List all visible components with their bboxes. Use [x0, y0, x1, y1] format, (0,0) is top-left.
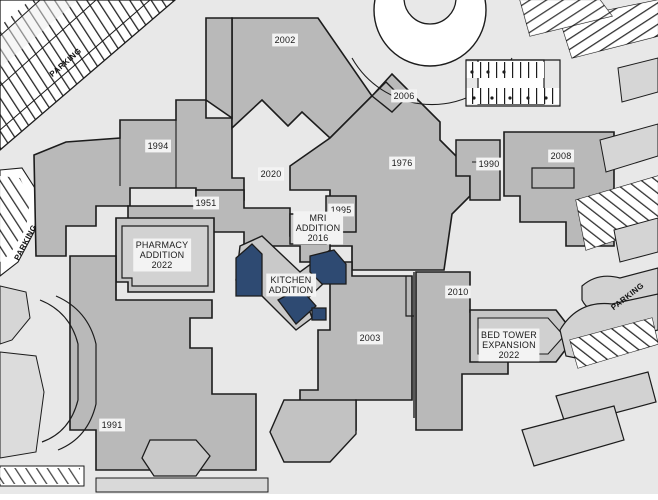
parking-strip-northeast-edge: [519, 0, 658, 59]
parking-notch-east: [613, 217, 658, 263]
bedtower-line-1: BED TOWER: [481, 330, 537, 340]
label-2020: 2020: [258, 168, 284, 180]
east-access-road: [599, 57, 658, 173]
kitchen-scope-south-tab: [311, 307, 327, 321]
buildings-south-misc: [141, 399, 357, 477]
kitchen-line-2: ADDITION: [268, 285, 314, 295]
parking-lot-northwest: [0, 0, 176, 151]
southwest-drives: [0, 295, 269, 493]
label-1951: 1951: [193, 197, 219, 209]
parking-lot-northeast: [465, 59, 561, 107]
label-1991: 1991: [99, 419, 125, 431]
kitchen-scope-west: [235, 243, 263, 297]
label-1994: 1994: [145, 140, 171, 152]
kitchen-scope-northeast: [309, 249, 347, 285]
building-1951-southwest: [69, 218, 257, 471]
parking-lot-west: [0, 167, 45, 459]
building-2010: [405, 271, 509, 431]
bedtower-line-3: 2022: [481, 350, 537, 360]
label-1976: 1976: [389, 157, 415, 169]
circular-drive: [351, 0, 513, 106]
pharmacy-line-3: 2022: [135, 260, 189, 270]
bedtower-line-2: EXPANSION: [481, 340, 537, 350]
pharmacy-line-1: PHARMACY: [135, 240, 189, 250]
label-2003: 2003: [357, 332, 383, 344]
pharmacy-line-2: ADDITION: [135, 250, 189, 260]
label-bed-tower-expansion: BED TOWER EXPANSION 2022: [479, 329, 539, 361]
label-pharmacy-addition: PHARMACY ADDITION 2022: [133, 239, 191, 271]
label-2008: 2008: [548, 150, 574, 162]
label-2010: 2010: [445, 286, 471, 298]
mri-line-3: 2016: [295, 233, 341, 243]
label-mri-addition: MRI ADDITION 2016: [293, 212, 343, 244]
label-2006: 2006: [391, 90, 417, 102]
kitchen-line-1: KITCHEN: [268, 275, 314, 285]
mri-line-2: ADDITION: [295, 223, 341, 233]
label-1990: 1990: [476, 158, 502, 170]
building-1994: [33, 99, 245, 257]
mri-line-1: MRI: [295, 213, 341, 223]
label-kitchen-addition: KITCHEN ADDITION: [266, 274, 316, 296]
label-2002: 2002: [272, 34, 298, 46]
building-2002: [205, 17, 374, 140]
